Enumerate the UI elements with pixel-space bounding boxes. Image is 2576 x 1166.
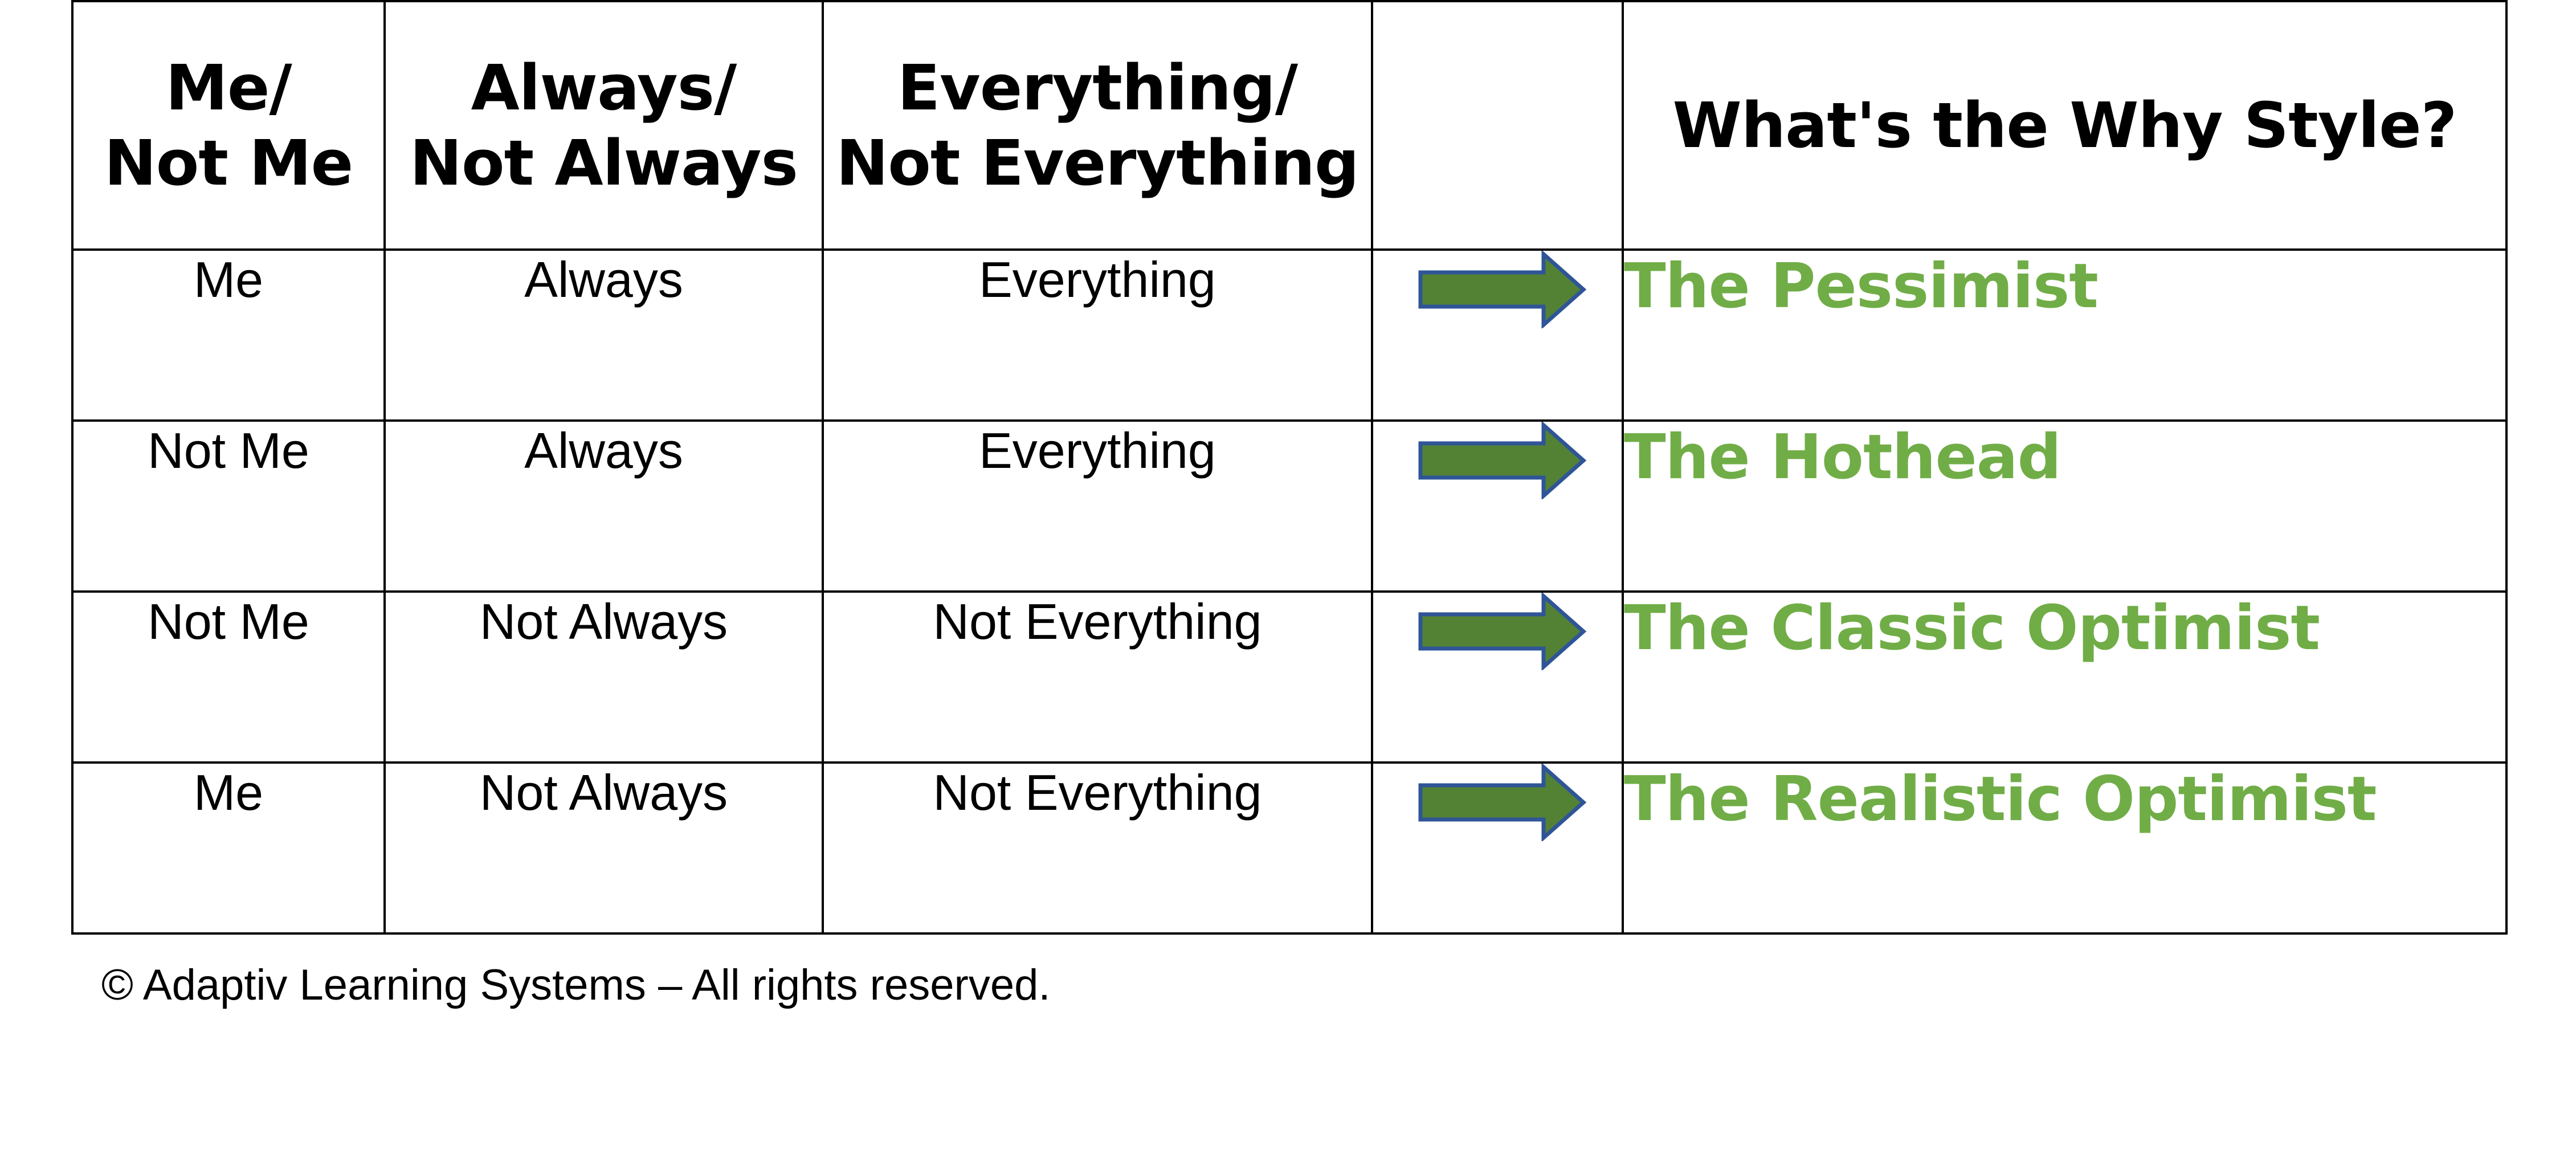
cell-me: Not Me <box>71 419 386 593</box>
header-why-style: What's the Why Style? <box>1622 0 2508 251</box>
cell-me: Me <box>71 761 386 935</box>
right-arrow-icon <box>1418 251 1587 328</box>
cell-always: Not Always <box>383 590 824 764</box>
cell-everything: Not Everything <box>822 590 1373 764</box>
arrow-cell <box>1371 590 1624 764</box>
header-me-not-me: Me/ Not Me <box>71 0 386 251</box>
table-row: Me Not Always Not Everything The Realist… <box>71 761 2508 935</box>
arrow-cell <box>1371 419 1624 593</box>
header-row: Me/ Not Me Always/ Not Always Everything… <box>71 0 2508 251</box>
header-everything-line2: Not Everything <box>836 127 1360 199</box>
table-row: Not Me Not Always Not Everything The Cla… <box>71 590 2508 764</box>
header-everything-line1: Everything/ <box>897 51 1298 124</box>
cell-everything: Everything <box>822 248 1373 422</box>
header-arrow-column <box>1371 0 1624 251</box>
table-row: Me Always Everything The Pessimist <box>71 248 2508 422</box>
cell-always: Always <box>383 248 824 422</box>
cell-everything: Not Everything <box>822 761 1373 935</box>
header-always-line2: Not Always <box>410 127 798 199</box>
right-arrow-icon <box>1418 593 1587 670</box>
arrow-cell <box>1371 248 1624 422</box>
why-style-table: Me/ Not Me Always/ Not Always Everything… <box>71 0 2508 935</box>
header-always-line1: Always/ <box>471 51 737 124</box>
cell-always: Always <box>383 419 824 593</box>
cell-always: Not Always <box>383 761 824 935</box>
cell-everything: Everything <box>822 419 1373 593</box>
copyright-notice: © Adaptiv Learning Systems – All rights … <box>101 961 1051 1009</box>
style-name: The Classic Optimist <box>1622 590 2508 764</box>
right-arrow-icon <box>1418 422 1587 499</box>
right-arrow-icon <box>1418 764 1587 841</box>
cell-me: Not Me <box>71 590 386 764</box>
arrow-cell <box>1371 761 1624 935</box>
style-name: The Pessimist <box>1622 248 2508 422</box>
table-row: Not Me Always Everything The Hothead <box>71 419 2508 593</box>
header-always-not-always: Always/ Not Always <box>383 0 824 251</box>
header-me-line1: Me/ <box>165 51 292 124</box>
header-everything-not-everything: Everything/ Not Everything <box>822 0 1373 251</box>
cell-me: Me <box>71 248 386 422</box>
style-name: The Hothead <box>1622 419 2508 593</box>
style-name: The Realistic Optimist <box>1622 761 2508 935</box>
header-me-line2: Not Me <box>104 127 354 199</box>
